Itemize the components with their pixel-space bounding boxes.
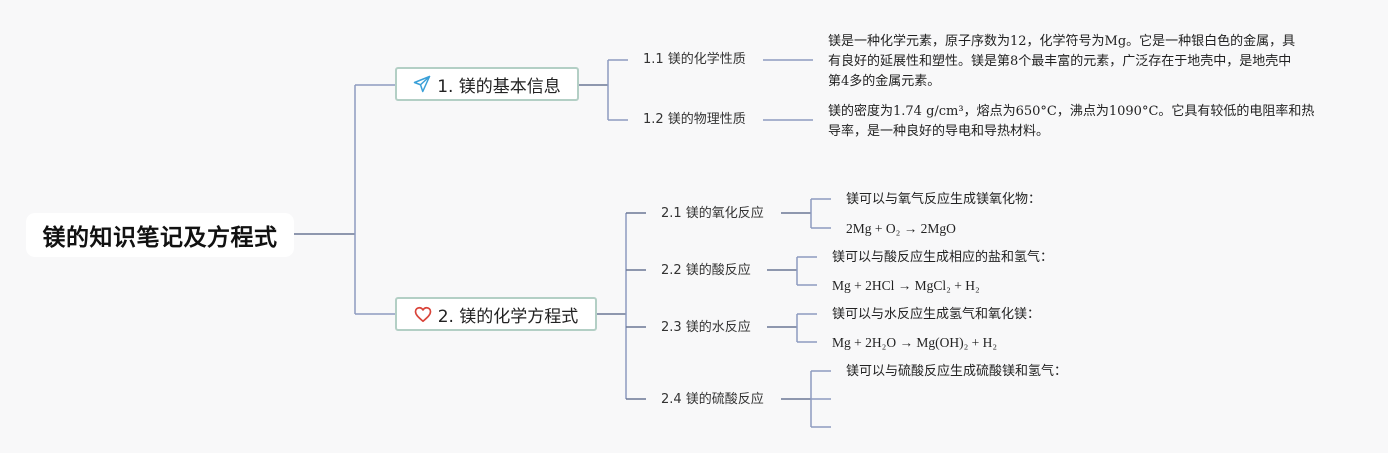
reaction-description: 镁可以与水反应生成氢气和氧化镁：: [832, 307, 1041, 322]
equation-acid[interactable]: Mg + 2HCl → MgCl₂ + H₂: [832, 276, 980, 296]
heart-icon: [414, 306, 432, 323]
desc-sulfuric-acid[interactable]: 镁可以与硫酸反应生成硫酸镁和氢气：: [846, 362, 1067, 382]
branch1-connectors: [578, 59, 813, 121]
note-physical-properties[interactable]: 镁的密度为1.74 g/cm³，熔点为650°C，沸点为1090°C。它具有较低…: [828, 102, 1338, 142]
branch-label: 2. 镁的化学方程式: [437, 306, 579, 327]
note-line: 第4多的金属元素。: [828, 74, 941, 89]
topic-chemical-properties[interactable]: 1.1 镁的化学性质: [643, 51, 746, 69]
topic-label: 1.1 镁的化学性质: [643, 52, 746, 67]
equation-oxidation[interactable]: 2Mg + O₂ → 2MgO: [846, 219, 956, 239]
note-line: 导率，是一种良好的导电和导热材料。: [828, 124, 1050, 139]
reaction-description: 镁可以与酸反应生成相应的盐和氢气：: [832, 250, 1054, 265]
topic-label: 1.2 镁的物理性质: [643, 112, 746, 127]
branch-node-equations[interactable]: 2. 镁的化学方程式: [395, 297, 597, 331]
note-line: 有良好的延展性和塑性。镁是第8个最丰富的元素，广泛存在于地壳中，是地壳中: [828, 54, 1292, 69]
topic-sulfuric-acid-reaction[interactable]: 2.4 镁的硫酸反应: [661, 391, 764, 409]
topic-water-reaction[interactable]: 2.3 镁的水反应: [661, 319, 751, 337]
reaction-description: 镁可以与硫酸反应生成硫酸镁和氢气：: [846, 364, 1068, 379]
topic-acid-reaction[interactable]: 2.2 镁的酸反应: [661, 262, 751, 280]
desc-oxidation[interactable]: 镁可以与氧气反应生成镁氧化物：: [846, 190, 1041, 210]
reaction-equation: Mg + 2HCl → MgCl₂ + H₂: [832, 278, 980, 293]
root-node[interactable]: 镁的知识笔记及方程式: [26, 213, 294, 257]
note-line: 镁是一种化学元素，原子序数为12，化学符号为Mg。它是一种银白色的金属，具: [828, 34, 1296, 49]
branch2-connectors: [596, 198, 831, 428]
root-title: 镁的知识笔记及方程式: [42, 225, 278, 251]
topic-label: 2.3 镁的水反应: [661, 320, 751, 335]
paper-plane-icon: [413, 75, 431, 93]
topic-label: 2.2 镁的酸反应: [661, 263, 751, 278]
branch-label: 1. 镁的基本信息: [437, 76, 561, 97]
topic-label: 2.1 镁的氧化反应: [661, 206, 764, 221]
equation-water[interactable]: Mg + 2H₂O → Mg(OH)₂ + H₂: [832, 333, 997, 353]
desc-acid[interactable]: 镁可以与酸反应生成相应的盐和氢气：: [832, 248, 1053, 268]
reaction-description: 镁可以与氧气反应生成镁氧化物：: [846, 192, 1042, 207]
note-chemical-properties[interactable]: 镁是一种化学元素，原子序数为12，化学符号为Mg。它是一种银白色的金属，具 有良…: [828, 32, 1338, 92]
reaction-equation: 2Mg + O₂ → 2MgO: [846, 221, 956, 236]
branch-node-basic-info[interactable]: 1. 镁的基本信息: [395, 67, 579, 101]
root-connectors: [294, 84, 396, 315]
note-line: 镁的密度为1.74 g/cm³，熔点为650°C，沸点为1090°C。它具有较低…: [828, 104, 1315, 119]
desc-water[interactable]: 镁可以与水反应生成氢气和氧化镁：: [832, 305, 1040, 325]
reaction-equation: Mg + 2H₂O → Mg(OH)₂ + H₂: [832, 335, 998, 350]
topic-oxidation-reaction[interactable]: 2.1 镁的氧化反应: [661, 205, 764, 223]
topic-physical-properties[interactable]: 1.2 镁的物理性质: [643, 111, 746, 129]
topic-label: 2.4 镁的硫酸反应: [661, 392, 764, 407]
